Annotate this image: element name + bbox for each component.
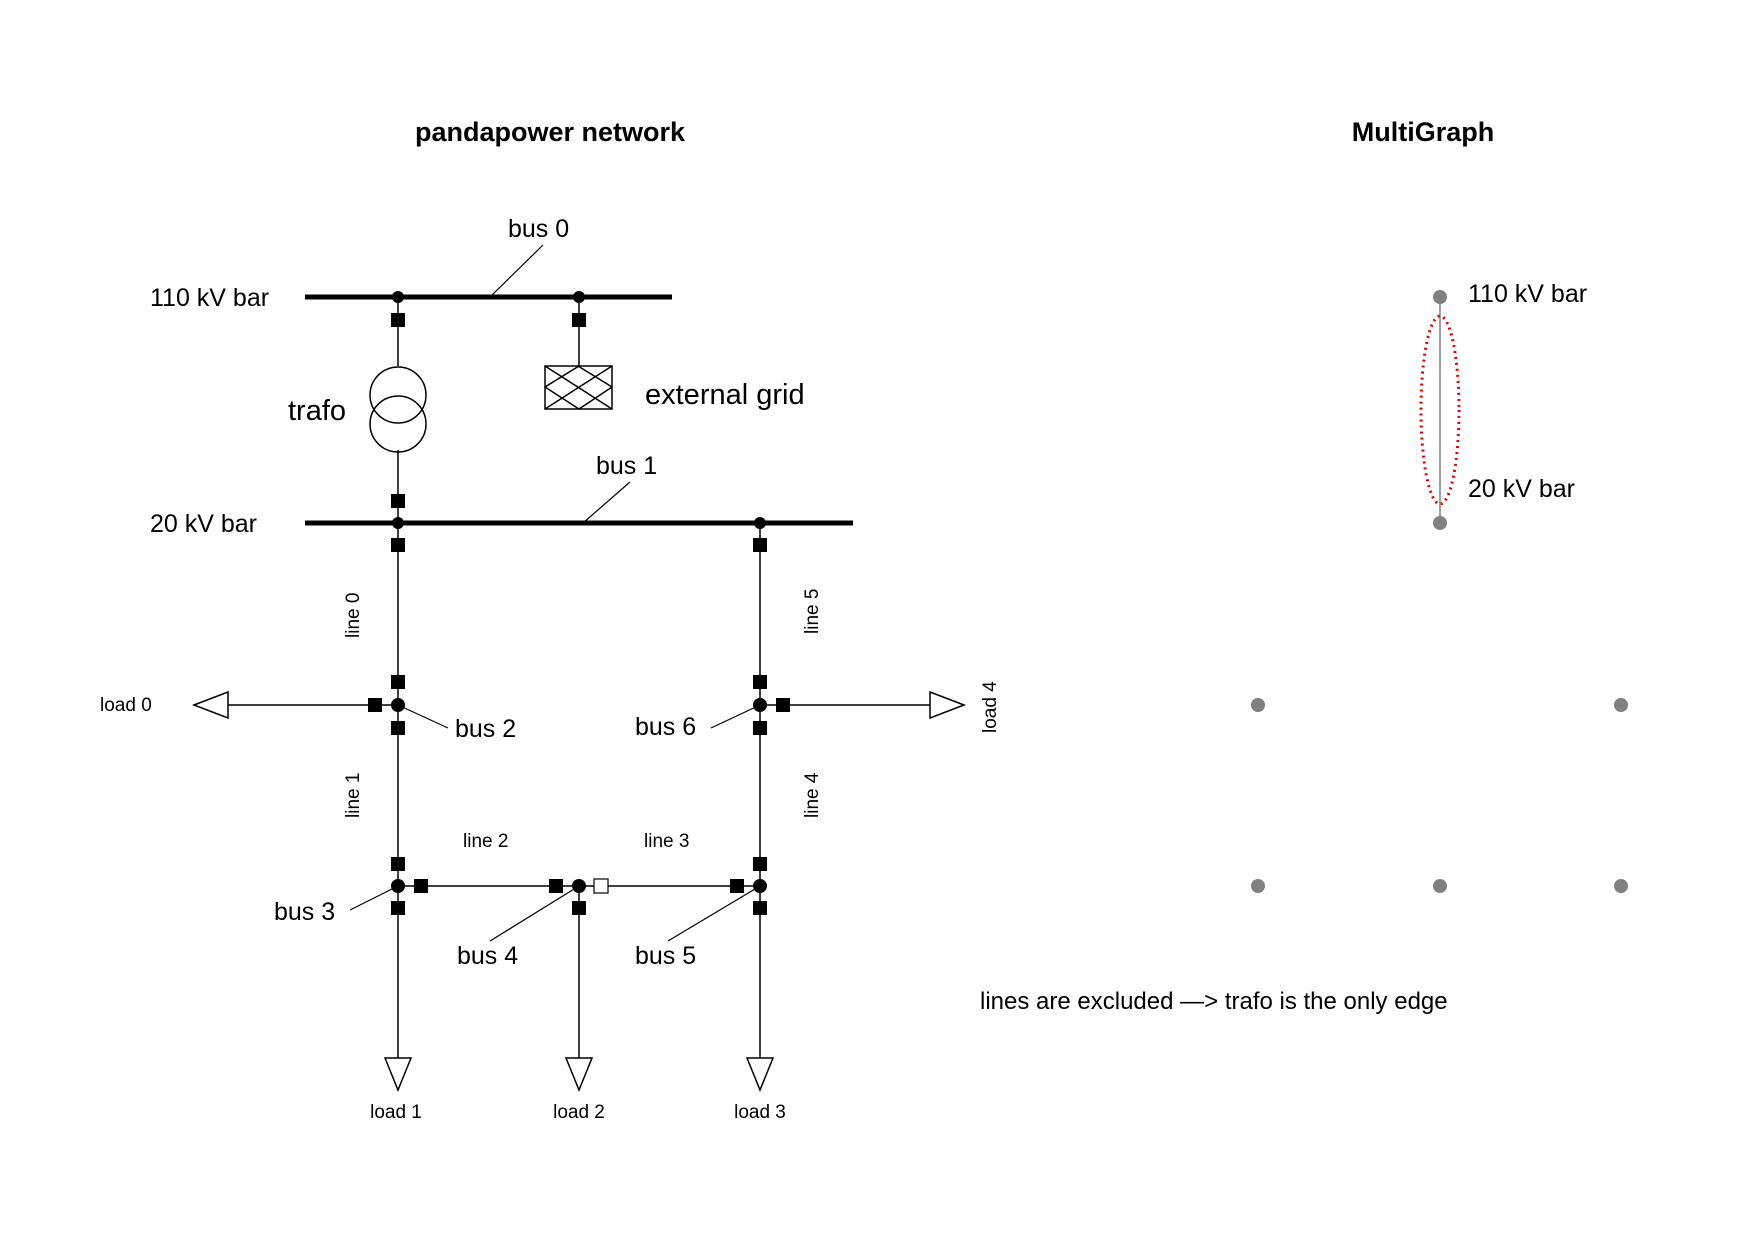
load-4-label: load 4 xyxy=(980,681,1001,733)
graph-node-hv xyxy=(1433,290,1447,304)
bus-0-label: bus 0 xyxy=(508,215,569,243)
load-0-label: load 0 xyxy=(100,695,152,716)
graph-node xyxy=(1433,879,1447,893)
load-2-label: load 2 xyxy=(553,1102,605,1123)
mv-bar-label: 20 kV bar xyxy=(150,510,257,538)
switches xyxy=(368,313,790,915)
hv-bar-label: 110 kV bar xyxy=(150,284,269,312)
load-0-arrow xyxy=(191,690,229,720)
bus-5-label: bus 5 xyxy=(635,942,696,970)
network-diagram xyxy=(191,244,967,1092)
label-leaders xyxy=(349,244,761,942)
graph-node xyxy=(1251,698,1265,712)
multigraph-title: MultiGraph xyxy=(1352,117,1495,147)
bus-2-label: bus 2 xyxy=(455,715,516,743)
load-3-label: load 3 xyxy=(734,1102,786,1123)
bus-3-label: bus 3 xyxy=(274,898,335,926)
load-1-label: load 1 xyxy=(370,1102,422,1123)
line-5-label: line 5 xyxy=(802,589,823,634)
load-4-arrow xyxy=(929,690,967,720)
highlight-ellipse xyxy=(1419,314,1461,506)
graph-node xyxy=(1614,698,1628,712)
network-title: pandapower network xyxy=(415,117,686,147)
trafo-winding-upper xyxy=(369,366,427,424)
external-grid-label: external grid xyxy=(645,379,805,411)
load-3-arrow xyxy=(745,1057,775,1092)
graph-node-mv xyxy=(1433,516,1447,530)
graph-nodes xyxy=(1251,290,1628,893)
open-switch xyxy=(593,878,609,894)
graph-node xyxy=(1614,879,1628,893)
graph-hv-label: 110 kV bar xyxy=(1468,280,1587,308)
load-1-arrow xyxy=(383,1057,413,1092)
bus-1-label: bus 1 xyxy=(596,452,657,480)
load-2-arrow xyxy=(564,1057,594,1092)
graph-note: lines are excluded —> trafo is the only … xyxy=(980,988,1448,1015)
bus-4-label: bus 4 xyxy=(457,942,518,970)
line-0-label: line 0 xyxy=(343,593,364,638)
graph-mv-label: 20 kV bar xyxy=(1468,475,1575,503)
external-grid-symbol xyxy=(544,365,613,410)
graph-node xyxy=(1251,879,1265,893)
trafo-winding-lower xyxy=(369,395,427,453)
bus-6-label: bus 6 xyxy=(635,713,696,741)
line-4-label: line 4 xyxy=(802,772,823,818)
multigraph xyxy=(1251,290,1628,893)
trafo-label: trafo xyxy=(288,395,346,427)
line-3-label: line 3 xyxy=(644,831,689,852)
line-2-label: line 2 xyxy=(463,831,508,852)
line-1-label: line 1 xyxy=(343,773,364,818)
